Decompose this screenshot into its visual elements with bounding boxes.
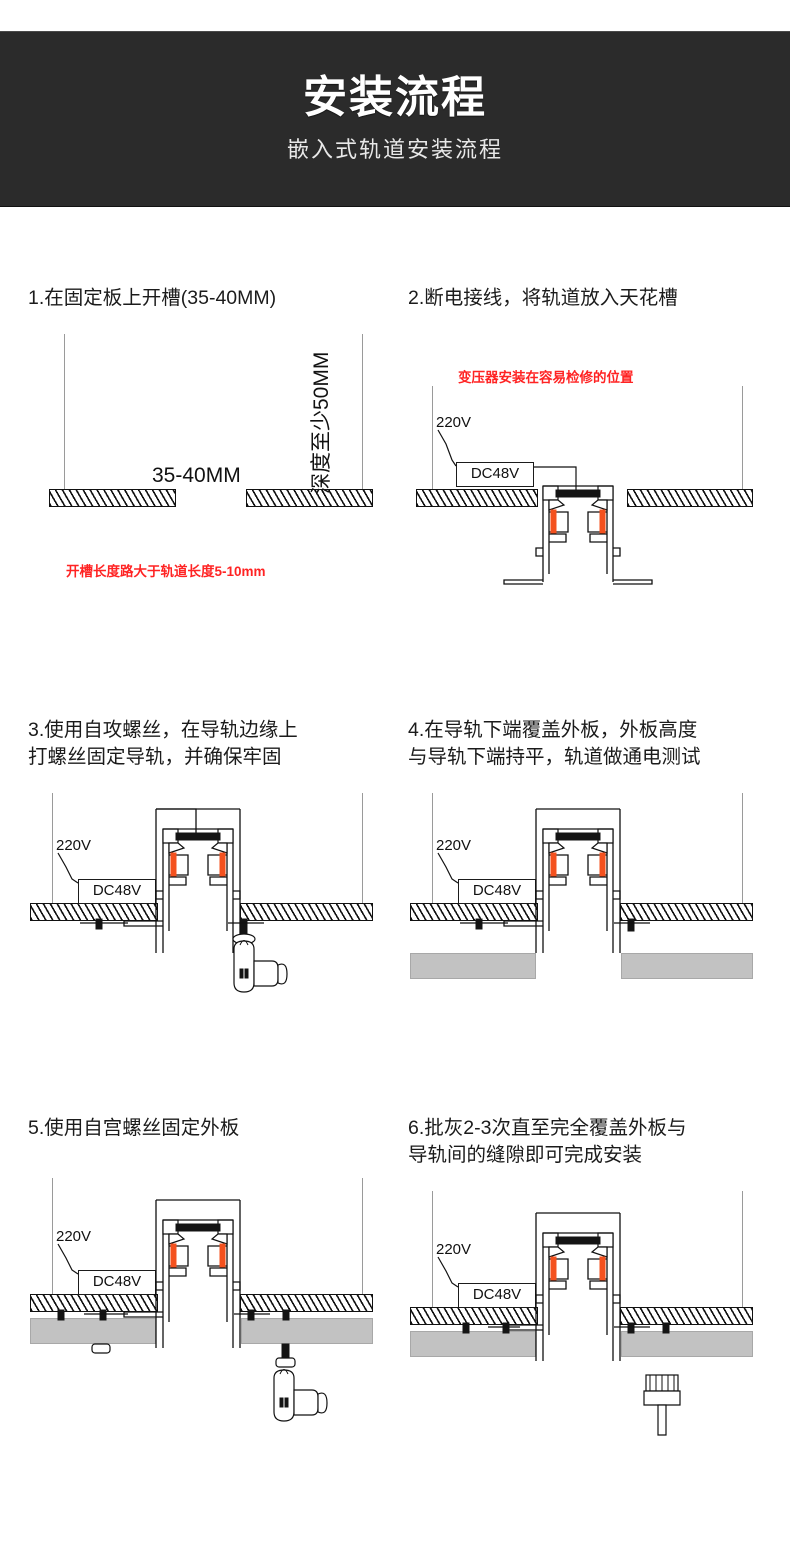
screw-right bbox=[614, 1322, 670, 1334]
mains-voltage-label: 220V bbox=[436, 1241, 472, 1258]
step-2-figure: 变压器安装在容易检修的位置 220V DC48V bbox=[408, 334, 783, 654]
screw-left bbox=[462, 1322, 520, 1334]
track-profile bbox=[503, 1212, 621, 1361]
step-3-figure: 220V DC48V bbox=[28, 793, 403, 1123]
step-6-figure: 220V DC48V bbox=[408, 1191, 783, 1551]
screw-right bbox=[614, 918, 650, 932]
step-2: 2.断电接线，将轨道放入天花槽 变压器安装在容易检修的位置 220V DC48V bbox=[408, 285, 783, 654]
wall-line-left bbox=[432, 1191, 433, 1315]
installation-steps: 1.在固定板上开槽(35-40MM) 35-40MM 深度至少50MM 开槽长度… bbox=[0, 205, 790, 1525]
dc-driver-box: DC48V bbox=[456, 462, 534, 487]
step-6: 6.批灰2-3次直至完全覆盖外板与 导轨间的缝隙即可完成安装 220V DC48… bbox=[408, 1115, 783, 1551]
wall-line-left bbox=[64, 334, 65, 497]
screw-left bbox=[80, 918, 128, 930]
page-title: 安装流程 bbox=[303, 72, 487, 122]
screw-right-lower bbox=[275, 1343, 296, 1368]
wall-line-left bbox=[52, 1178, 53, 1302]
wall-line-right bbox=[742, 386, 743, 498]
track-profile bbox=[503, 485, 653, 585]
ceiling-slab-left bbox=[416, 489, 538, 507]
outer-panel-left bbox=[410, 953, 536, 979]
screw-head-left bbox=[91, 1343, 111, 1354]
outer-panel-right bbox=[241, 1318, 373, 1344]
step-2-title: 2.断电接线，将轨道放入天花槽 bbox=[408, 287, 678, 309]
wall-line-right bbox=[362, 793, 363, 911]
step-6-title: 6.批灰2-3次直至完全覆盖外板与 导轨间的缝隙即可完成安装 bbox=[408, 1117, 687, 1166]
step-5-drawing bbox=[57, 1199, 328, 1422]
step-2-drawing bbox=[437, 429, 653, 585]
screw-left bbox=[460, 918, 508, 930]
step-2-red-note: 变压器安装在容易检修的位置 bbox=[458, 370, 634, 385]
track-profile bbox=[123, 808, 241, 953]
wall-line-right bbox=[362, 1178, 363, 1302]
outer-panel-left bbox=[410, 1331, 536, 1357]
step-1-figure: 35-40MM 深度至少50MM 开槽长度路大于轨道长度5-10mm bbox=[28, 334, 403, 654]
mains-voltage-label-2: 220V bbox=[56, 837, 92, 854]
putty-brush-icon bbox=[643, 1374, 681, 1436]
step-1-red-note: 开槽长度路大于轨道长度5-10mm bbox=[66, 564, 266, 579]
dc-driver-box: DC48V bbox=[78, 1270, 156, 1295]
step-3-title: 3.使用自攻螺丝，在导轨边缘上 打螺丝固定导轨，并确保牢固 bbox=[28, 719, 298, 768]
mains-voltage-label: 220V bbox=[436, 837, 472, 854]
step-4: 4.在导轨下端覆盖外板，外板高度 与导轨下端持平，轨道做通电测试 220V DC… bbox=[408, 717, 783, 1123]
dc-driver-box: DC48V bbox=[458, 879, 536, 904]
slot-width-label: 35-40MM bbox=[152, 464, 241, 487]
wall-line-left bbox=[52, 793, 53, 911]
wall-line-right bbox=[742, 793, 743, 911]
step-5-title: 5.使用自宫螺丝固定外板 bbox=[28, 1117, 240, 1139]
page-header-banner: 安装流程 嵌入式轨道安装流程 bbox=[0, 31, 790, 207]
outer-panel-right bbox=[621, 953, 753, 979]
ceiling-slab-right bbox=[627, 489, 753, 507]
step-1-title: 1.在固定板上开槽(35-40MM) bbox=[28, 287, 277, 309]
step-4-drawing bbox=[437, 808, 650, 953]
mains-voltage-label: 220V bbox=[56, 1228, 92, 1245]
drill-icon bbox=[233, 940, 288, 993]
mains-voltage-label: 220V bbox=[436, 414, 472, 431]
dc-driver-box: DC48V bbox=[458, 1283, 536, 1308]
step-5: 5.使用自宫螺丝固定外板 220V DC48V bbox=[28, 1115, 403, 1538]
track-profile bbox=[123, 1199, 241, 1348]
step-3: 3.使用自攻螺丝，在导轨边缘上 打螺丝固定导轨，并确保牢固 220V DC48V bbox=[28, 717, 403, 1123]
screw-left bbox=[57, 1309, 128, 1321]
wall-line-right bbox=[742, 1191, 743, 1315]
outer-panel-left bbox=[30, 1318, 156, 1344]
step-3-drawing bbox=[57, 808, 288, 993]
wall-line-right bbox=[362, 334, 363, 497]
page-subtitle: 嵌入式轨道安装流程 bbox=[286, 137, 503, 163]
step-5-figure: 220V DC48V bbox=[28, 1178, 403, 1538]
ceiling-slab-right bbox=[246, 489, 373, 507]
slot-depth-label: 深度至少50MM bbox=[310, 351, 333, 494]
drill-icon bbox=[273, 1369, 328, 1422]
ceiling-slab-left bbox=[49, 489, 176, 507]
wall-line-left bbox=[432, 793, 433, 911]
step-4-title: 4.在导轨下端覆盖外板，外板高度 与导轨下端持平，轨道做通电测试 bbox=[408, 719, 701, 768]
wall-line-left bbox=[432, 386, 433, 498]
dc-driver-box: DC48V bbox=[78, 879, 156, 904]
screw-right bbox=[234, 1309, 290, 1321]
step-6-drawing bbox=[437, 1212, 681, 1436]
step-1: 1.在固定板上开槽(35-40MM) 35-40MM 深度至少50MM 开槽长度… bbox=[28, 285, 403, 654]
step-4-figure: 220V DC48V bbox=[408, 793, 783, 1123]
outer-panel-right bbox=[621, 1331, 753, 1357]
track-profile bbox=[503, 808, 621, 953]
